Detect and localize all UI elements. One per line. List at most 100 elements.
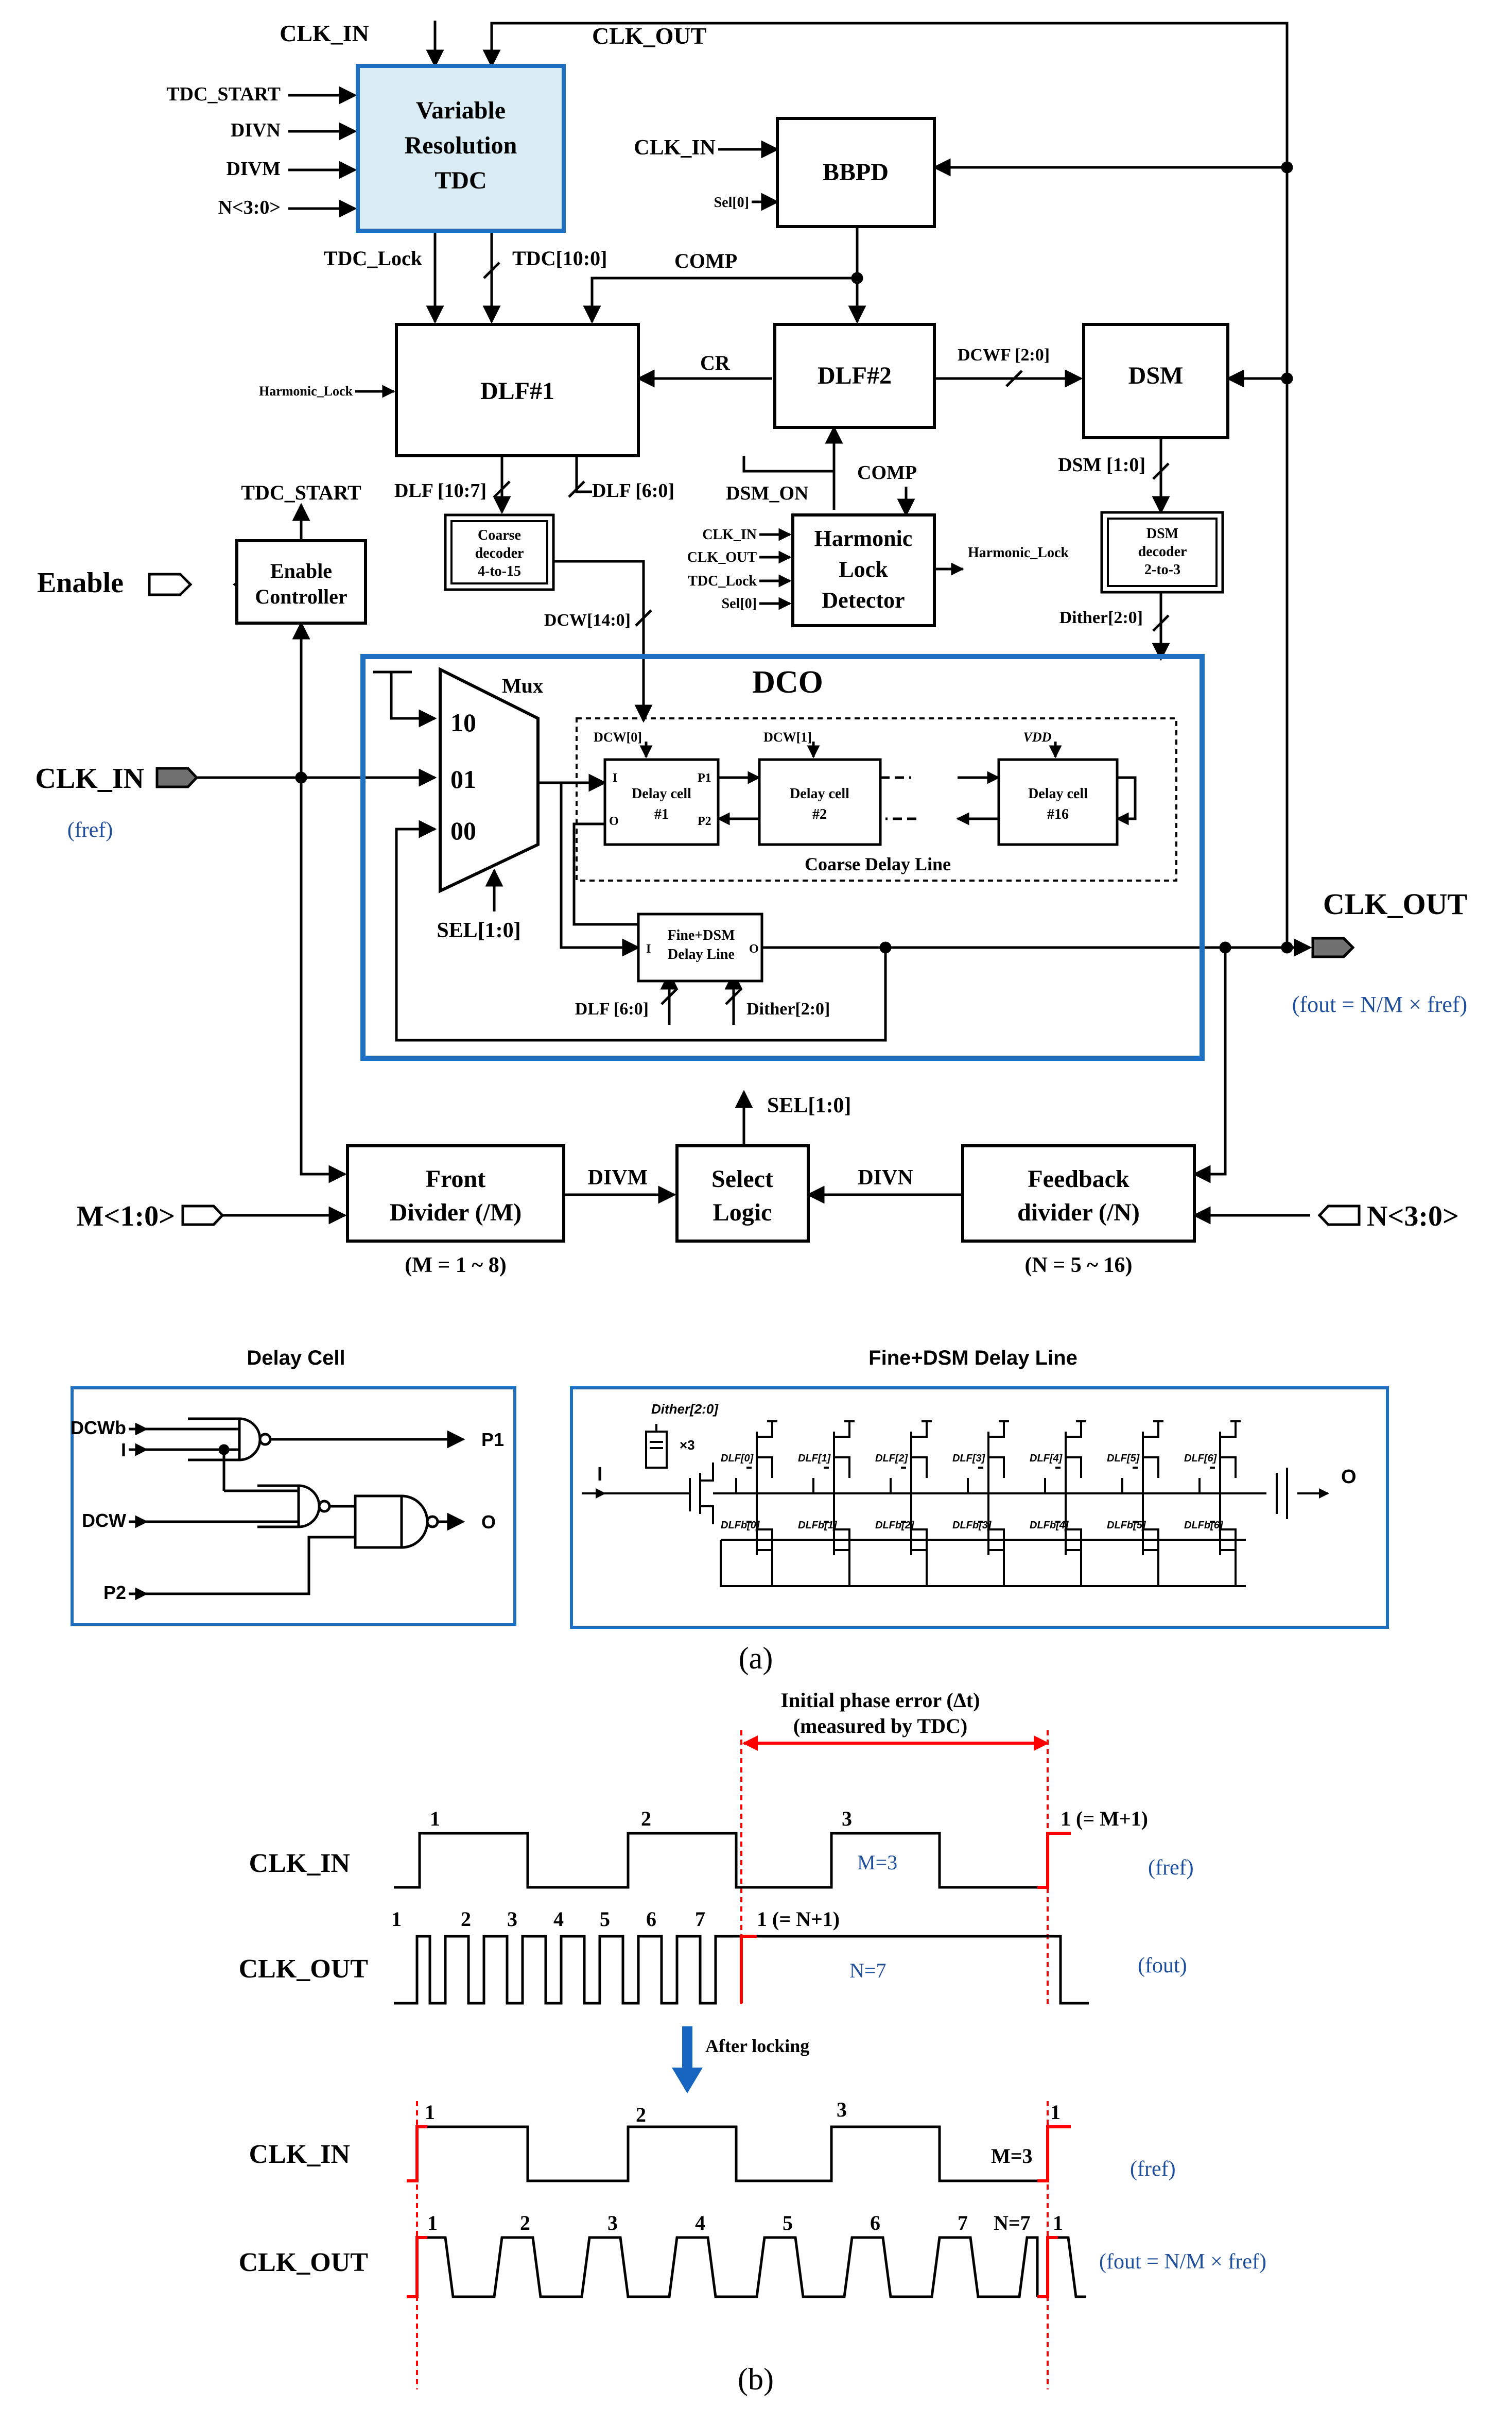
hld-3: Detector (822, 588, 905, 613)
dcwf-label: DCWF [2:0] (958, 346, 1050, 365)
feedback-divider (961, 1144, 1196, 1243)
mux-01: 01 (450, 765, 476, 794)
clk-in-wave-1 (394, 1832, 1037, 1889)
svg-text:1: 1 (427, 2211, 438, 2234)
dcw0-label: DCW[0] (594, 730, 642, 745)
svg-text:1: 1 (430, 1807, 440, 1830)
fine-2: Delay Line (668, 947, 735, 962)
n7-bot: N=7 (994, 2211, 1031, 2234)
svg-text:4: 4 (695, 2211, 705, 2234)
fref-top: (fref) (1148, 1856, 1194, 1880)
phase-err-1: Initial phase error (Δt) (781, 1689, 980, 1712)
pin-o: O (609, 815, 619, 828)
div-n-in: DIVN (231, 119, 281, 141)
fine-cell-4: DLF[4]DLFb[4] (1030, 1420, 1086, 1586)
fout-top: (fout) (1138, 1954, 1187, 1977)
dc16-1: Delay cell (1028, 786, 1088, 802)
blocks (235, 64, 1229, 1243)
dc2-2: #2 (812, 806, 827, 822)
pin-p2: P2 (698, 815, 711, 828)
hld-1: Harmonic (814, 526, 913, 551)
fine-delay-inset: Fine+DSM Delay Line Dither[2:0] ×3 I O D… (570, 1347, 1389, 1629)
fine-pin-i: I (646, 942, 651, 956)
svg-text:2: 2 (641, 1807, 651, 1830)
n-in-main: N<3:0> (1367, 1200, 1459, 1232)
coarse-dec-2: decoder (475, 545, 524, 561)
fine-dither: Dither[2:0] (746, 1000, 830, 1019)
dsm-label: DSM (1128, 362, 1184, 389)
fine-title: Fine+DSM Delay Line (868, 1347, 1077, 1369)
clk-out-top: CLK_OUT (592, 23, 706, 49)
dcwb-label: DCWb (71, 1417, 126, 1438)
fine-pin-o: O (749, 942, 759, 956)
hld-2: Lock (839, 557, 888, 582)
coarse-dec-1: Coarse (478, 527, 521, 543)
coarse-line-label: Coarse Delay Line (805, 854, 951, 874)
bbpd-block (776, 117, 936, 228)
tdc-start-in: TDC_START (166, 83, 281, 105)
mux (439, 667, 540, 893)
clk-in-wave-2 (427, 2125, 1037, 2182)
clk-out-wave-1 (394, 1935, 743, 2005)
enable-port (148, 573, 193, 596)
dco-label: DCO (752, 665, 823, 700)
n-in-tdc: N<3:0> (218, 197, 281, 218)
dsm-dec-3: 2-to-3 (1144, 562, 1180, 578)
caption-b: (b) (738, 2362, 774, 2396)
sel-out-label: SEL[1:0] (767, 1094, 851, 1117)
comp-label: COMP (674, 249, 737, 272)
harmonic-lock-in: Harmonic_Lock (259, 384, 353, 399)
clk-in-port (155, 767, 199, 788)
fb-2: divider (/N) (1017, 1199, 1140, 1226)
svg-text:3: 3 (842, 1807, 852, 1830)
clk-out-port (1311, 937, 1355, 958)
fb-1: Feedback (1028, 1165, 1129, 1193)
dlf-top-label: DLF[3] (952, 1453, 986, 1464)
tdc-title-1: Variable (416, 97, 506, 124)
tdc-title-2: Resolution (405, 132, 517, 159)
dcw-bus-label: DCW[14:0] (544, 611, 631, 630)
divn-sig: DIVN (858, 1166, 913, 1190)
clk-out-2: CLK_OUT (239, 2248, 368, 2277)
front-divider (346, 1144, 565, 1243)
delay-cell-1 (603, 758, 720, 846)
dlf-top-label: DLF[6] (1184, 1453, 1218, 1464)
pin-i: I (613, 771, 617, 785)
tdc-start-out: TDC_START (241, 481, 361, 504)
p1-label: P1 (481, 1429, 504, 1450)
clk-out-edges-1: 1 2 3 4 5 6 7 1 (= N+1) (391, 1907, 840, 1931)
dlf-top-label: DLF[5] (1107, 1453, 1140, 1464)
mux-10: 10 (450, 708, 476, 737)
en-ctrl-2: Controller (255, 585, 347, 608)
cr-label: CR (700, 351, 731, 374)
comp2-label: COMP (857, 462, 917, 484)
hld-out: Harmonic_Lock (968, 545, 1069, 561)
hld-in-4: Sel[0] (722, 596, 757, 612)
dsm-dec-2: decoder (1138, 544, 1187, 560)
i-label: I (121, 1439, 126, 1460)
dlf-hi-label: DLF [10:7] (394, 480, 486, 502)
enable-label: Enable (37, 567, 124, 599)
dsm-dec-1: DSM (1146, 526, 1178, 542)
pin-p1: P1 (698, 771, 711, 785)
block-diagram (196, 21, 1312, 1225)
clk-in-2: CLK_IN (249, 2140, 350, 2169)
m-in-label: M<1:0> (77, 1200, 175, 1232)
dlf2-label: DLF#2 (818, 362, 892, 389)
clk-out-wave-2 (427, 2236, 1039, 2298)
svg-text:4: 4 (553, 1907, 564, 1931)
sel-in-label: SEL[1:0] (437, 919, 520, 942)
clk-in-1: CLK_IN (249, 1849, 350, 1878)
en-ctrl-1: Enable (270, 559, 332, 582)
fine-dlf: DLF [6:0] (575, 1000, 649, 1019)
select-logic (675, 1144, 810, 1243)
coarse-decoder (444, 513, 555, 591)
clk-out-edges-2: 1 2 3 4 5 6 7 1 (427, 2211, 1063, 2234)
fine-cells: DLF[0]DLFb[0]DLF[1]DLFb[1]DLF[2]DLFb[2]D… (721, 1420, 1241, 1586)
fine-dither: Dither[2:0] (651, 1401, 719, 1417)
n7-top: N=7 (849, 1959, 886, 1982)
fine-cell-3: DLF[3]DLFb[3] (952, 1420, 1009, 1586)
hld-in-1: CLK_IN (702, 527, 757, 543)
tdc-block (356, 64, 566, 233)
